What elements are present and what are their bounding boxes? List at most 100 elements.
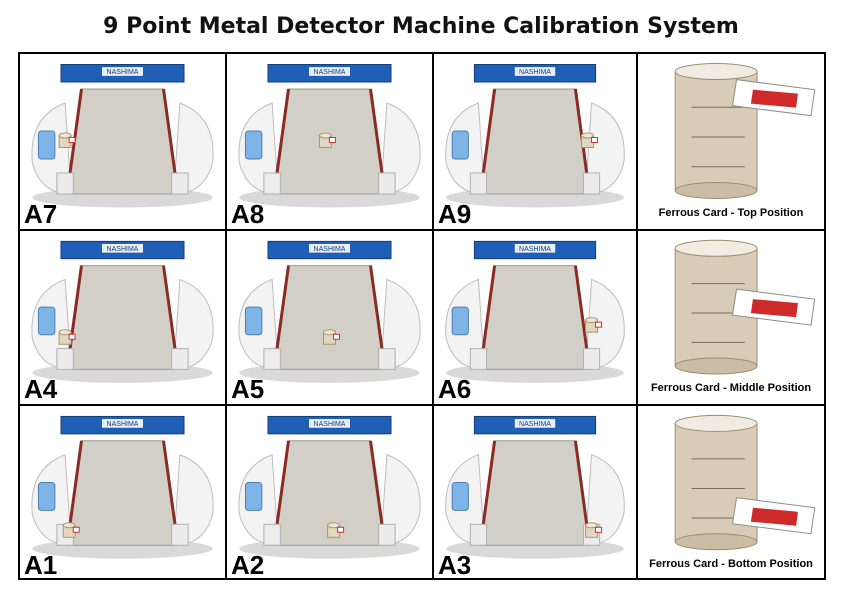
housing-right xyxy=(380,102,421,195)
metal-detector-image: NASHIMA xyxy=(31,240,214,383)
guard-right xyxy=(378,172,396,195)
control-panel xyxy=(37,130,56,160)
brand-plate xyxy=(514,419,556,428)
control-panel xyxy=(451,482,469,511)
conveyor-belt xyxy=(479,88,591,195)
brand-plate xyxy=(102,67,143,76)
control-panel xyxy=(244,482,263,511)
housing-right xyxy=(173,102,214,195)
metal-detector-image: NASHIMA xyxy=(238,64,421,208)
housing-right xyxy=(173,454,214,546)
conveyor-belt xyxy=(273,265,386,370)
machine-photo-a4: NASHIMA A4 xyxy=(20,231,225,404)
brand-text: NASHIMA xyxy=(519,421,551,428)
position-label: A8 xyxy=(231,199,265,229)
brand-plate xyxy=(514,67,556,76)
card-arrow xyxy=(750,299,798,318)
test-card xyxy=(337,526,345,533)
brand-plate xyxy=(102,243,143,253)
machine-photo-a9: NASHIMA A9 xyxy=(434,54,636,229)
guard-left xyxy=(56,348,74,370)
guard-left xyxy=(469,172,488,195)
conveyor-belt xyxy=(66,265,179,370)
guard-left xyxy=(469,523,488,546)
machine-photo-a7: NASHIMA A7 xyxy=(20,54,225,229)
metal-detector-image: NASHIMA xyxy=(445,415,625,559)
conveyor-belt xyxy=(66,440,179,546)
ferrous-card-bottom: Ferrous Card - Bottom Position xyxy=(638,406,824,580)
machine-photo-a6: NASHIMA A6 xyxy=(434,231,636,404)
card-caption: Ferrous Card - Bottom Position xyxy=(649,558,813,570)
control-panel xyxy=(37,482,56,511)
position-label: A4 xyxy=(24,374,58,404)
brand-text: NASHIMA xyxy=(107,421,139,428)
metal-detector-image: NASHIMA xyxy=(445,64,625,208)
guard-right xyxy=(378,348,396,370)
brand-plate xyxy=(309,243,350,253)
page-title: 9 Point Metal Detector Machine Calibrati… xyxy=(103,14,739,39)
guard-right xyxy=(171,523,189,546)
control-panel xyxy=(451,130,469,160)
control-panel xyxy=(244,306,263,336)
ferrous-card-middle: Ferrous Card - Middle Position xyxy=(638,231,824,404)
metal-detector-image: NASHIMA xyxy=(445,240,625,383)
housing-right xyxy=(584,102,625,195)
brand-text: NASHIMA xyxy=(314,246,346,253)
test-card xyxy=(595,526,603,533)
housing-right xyxy=(584,278,625,370)
control-panel xyxy=(37,306,56,336)
brand-text: NASHIMA xyxy=(519,246,551,253)
brand-text: NASHIMA xyxy=(519,69,551,76)
machine-photo-a2: NASHIMA A2 xyxy=(227,406,432,580)
control-panel xyxy=(451,306,469,336)
metal-detector-image: NASHIMA xyxy=(238,240,421,383)
machine-photo-a5: NASHIMA A5 xyxy=(227,231,432,404)
guard-left xyxy=(469,348,488,370)
guard-right xyxy=(171,172,189,195)
guard-left xyxy=(263,172,281,195)
brand-text: NASHIMA xyxy=(314,69,346,76)
card-arrow xyxy=(750,89,798,108)
conveyor-belt xyxy=(66,88,179,195)
test-card xyxy=(333,333,340,340)
guard-right xyxy=(582,348,601,370)
card-caption: Ferrous Card - Top Position xyxy=(658,207,804,219)
calibration-grid: NASHIMA A7 NASHIMA A8 NASHIMA A9 Ferrous… xyxy=(18,52,826,580)
guard-right xyxy=(378,523,396,546)
machine-photo-a1: NASHIMA A1 xyxy=(20,406,225,580)
position-label: A2 xyxy=(231,550,265,580)
cylinder-card-image xyxy=(674,63,816,199)
housing-right xyxy=(584,454,625,546)
brand-text: NASHIMA xyxy=(314,421,346,428)
brand-plate xyxy=(514,243,556,253)
conveyor-belt xyxy=(479,265,591,370)
metal-detector-image: NASHIMA xyxy=(238,415,421,559)
brand-plate xyxy=(309,419,350,428)
position-label: A9 xyxy=(438,199,472,229)
guard-left xyxy=(263,348,281,370)
test-card xyxy=(68,333,76,340)
housing-right xyxy=(380,454,421,546)
position-label: A5 xyxy=(231,374,265,404)
test-card xyxy=(68,137,76,143)
brand-plate xyxy=(309,67,350,76)
cylinder-card-image xyxy=(674,414,816,551)
guard-right xyxy=(582,172,601,195)
ferrous-card-top: Ferrous Card - Top Position xyxy=(638,54,824,229)
card-arrow xyxy=(750,507,798,526)
guard-right xyxy=(171,348,189,370)
guard-left xyxy=(56,172,74,195)
housing-right xyxy=(173,278,214,370)
test-card xyxy=(595,321,603,328)
test-card xyxy=(591,137,599,143)
test-card xyxy=(72,526,80,533)
position-label: A7 xyxy=(24,199,58,229)
metal-detector-image: NASHIMA xyxy=(31,415,214,559)
position-label: A6 xyxy=(438,374,472,404)
brand-text: NASHIMA xyxy=(107,69,139,76)
card-caption: Ferrous Card - Middle Position xyxy=(650,382,812,394)
cylinder-card-image xyxy=(674,239,816,375)
metal-detector-image: NASHIMA xyxy=(31,64,214,208)
position-label: A3 xyxy=(438,550,472,580)
housing-right xyxy=(380,278,421,370)
